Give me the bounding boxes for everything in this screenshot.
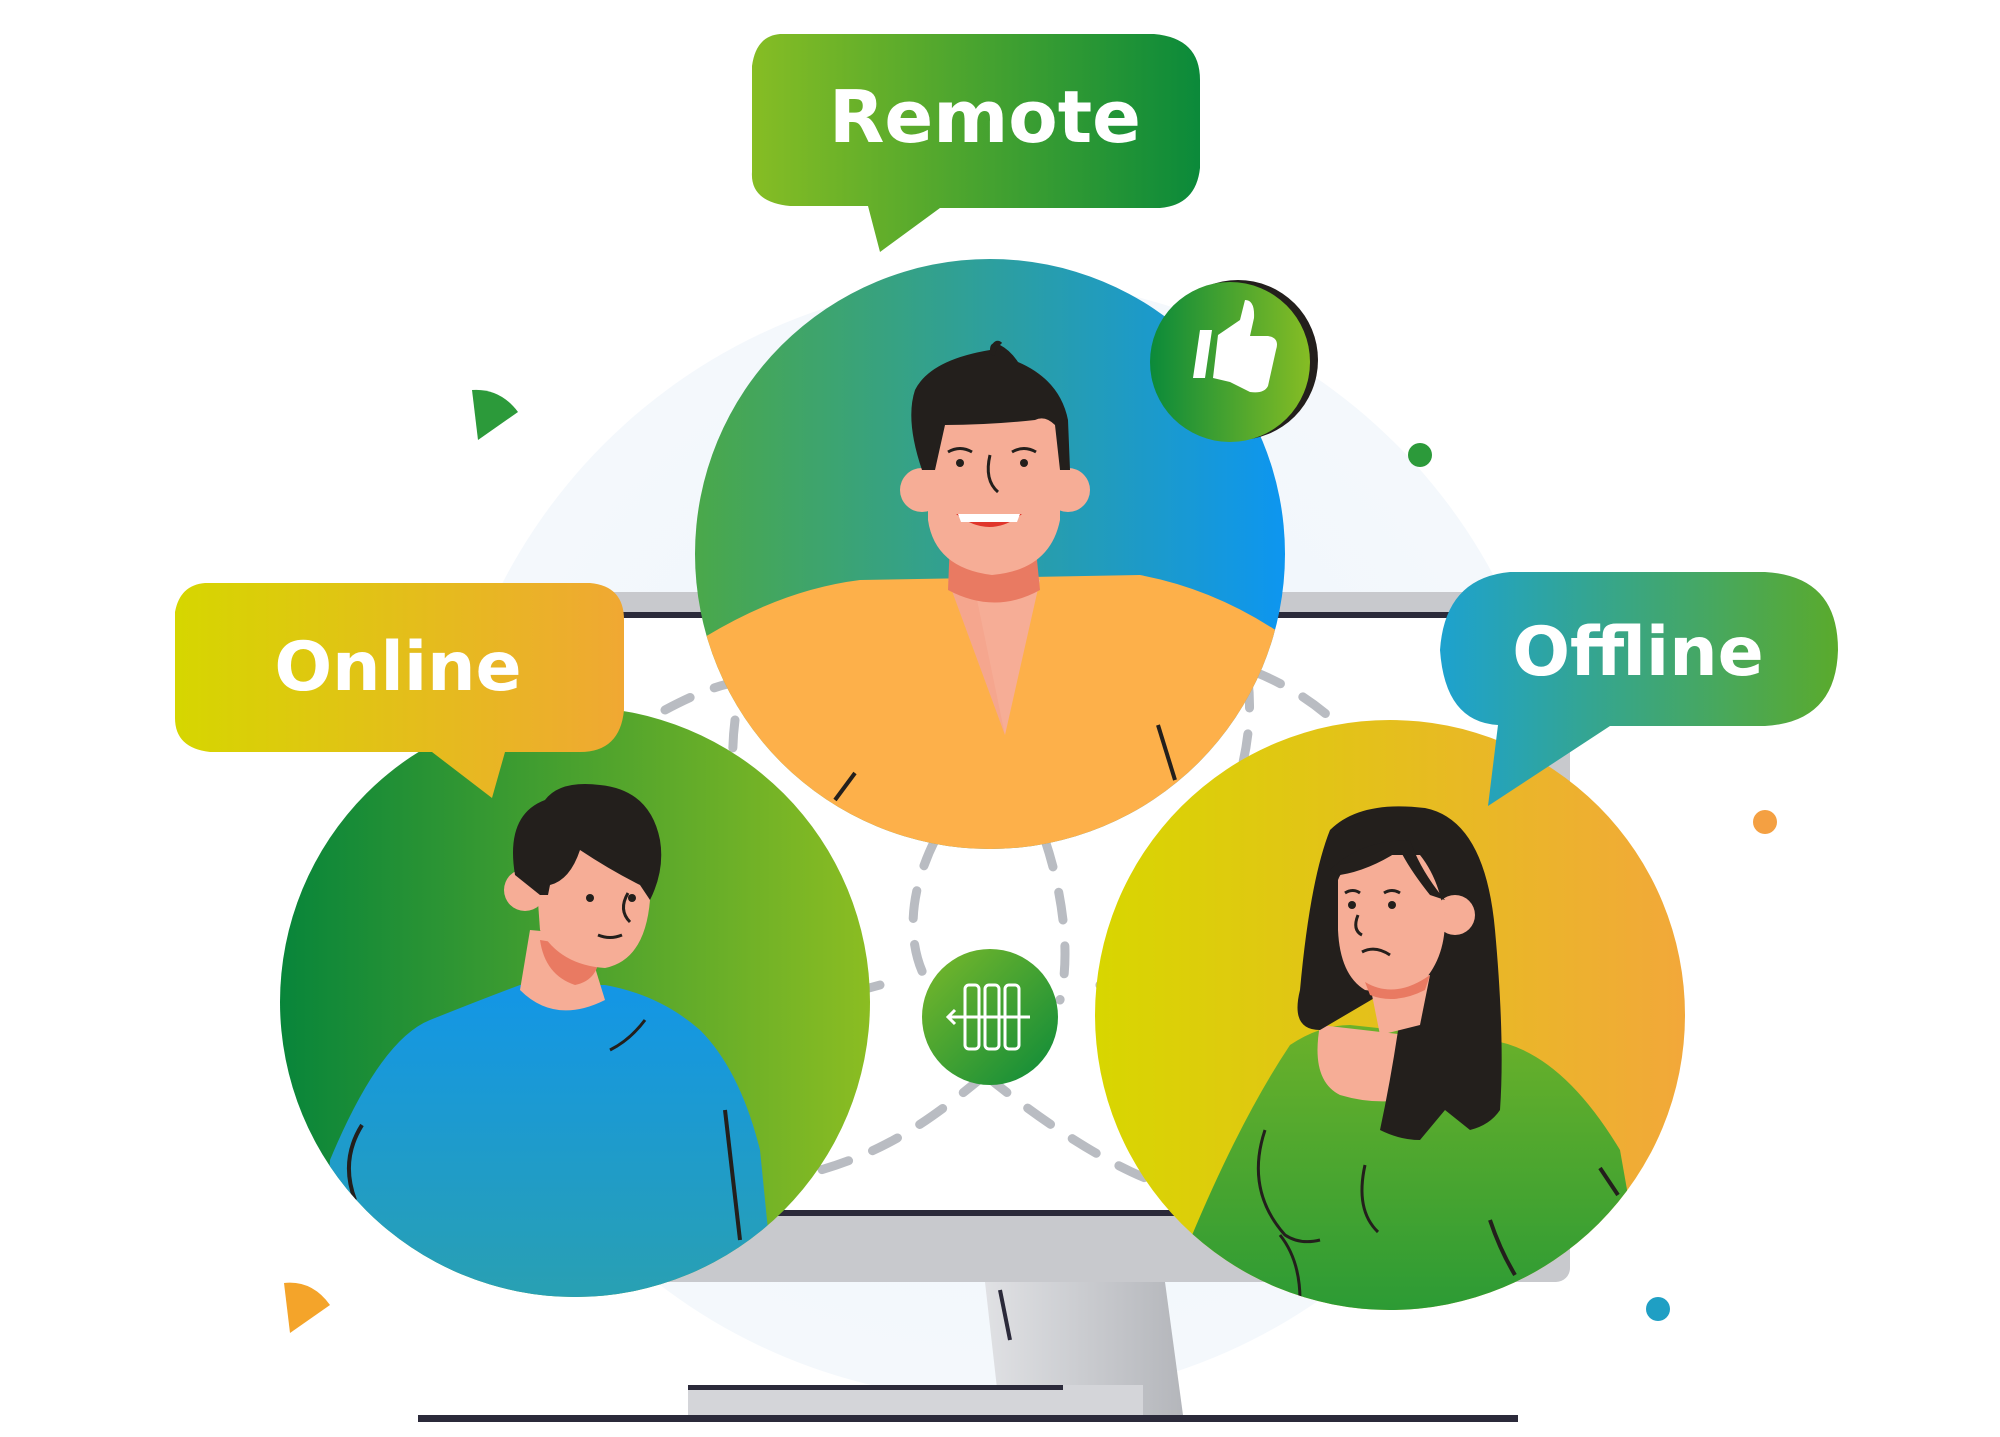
- thumbs-up-icon: [1150, 280, 1318, 442]
- network-hub-icon: [922, 949, 1058, 1085]
- online-person-avatar: [280, 707, 870, 1297]
- confetti-shape: [284, 1282, 330, 1333]
- offline-label: Offline: [1512, 613, 1764, 692]
- confetti-shape: [472, 389, 518, 440]
- remote-person-avatar: [695, 259, 1285, 849]
- offline-person-avatar: [1095, 720, 1685, 1310]
- remote-bubble: [751, 34, 1200, 252]
- offline-bubble: [1440, 572, 1838, 806]
- confetti-dot: [1753, 810, 1777, 834]
- confetti-dot: [1646, 1297, 1670, 1321]
- remote-label: Remote: [829, 75, 1141, 159]
- confetti-dot: [1408, 443, 1432, 467]
- online-bubble: [175, 583, 624, 798]
- online-label: Online: [274, 628, 521, 707]
